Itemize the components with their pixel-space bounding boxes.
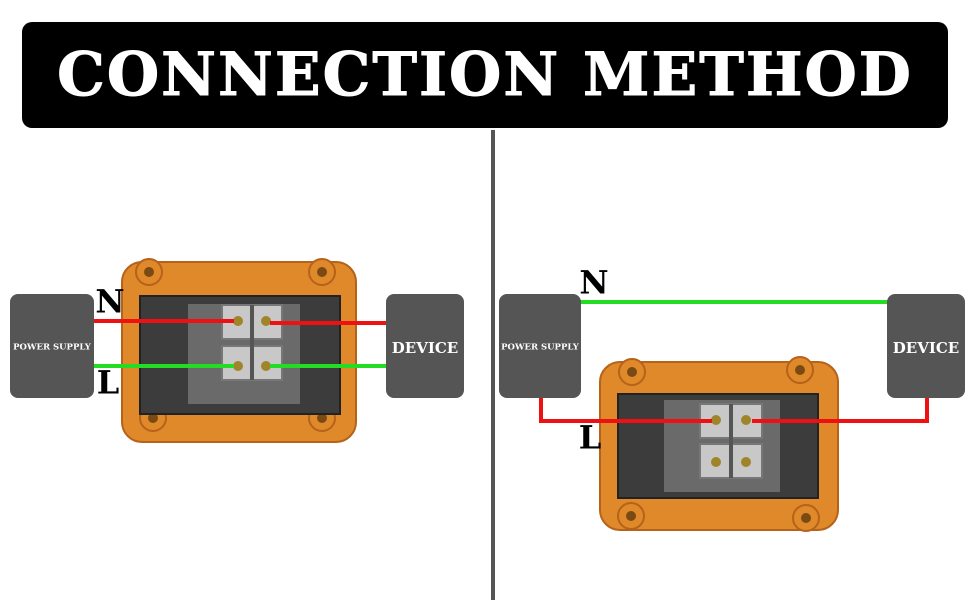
power-supply-box: POWER SUPPLY <box>499 294 581 398</box>
power-supply-box: POWER SUPPLY <box>10 294 94 398</box>
device-box: DEVICE <box>386 294 464 398</box>
neutral-label: N <box>579 264 608 302</box>
live-label: L <box>579 419 602 457</box>
switch-housing <box>599 356 839 532</box>
neutral-label: N <box>95 283 124 321</box>
power-supply-label: POWER SUPPLY <box>13 343 92 353</box>
right-diagram: POWER SUPPLY DEVICE N L <box>499 264 965 532</box>
device-label: DEVICE <box>893 339 959 357</box>
device-label: DEVICE <box>392 339 458 357</box>
title-banner: CONNECTION METHOD <box>22 22 948 128</box>
left-diagram: POWER SUPPLY DEVICE N L <box>10 258 464 443</box>
live-wire-in <box>539 398 712 423</box>
live-wire-out <box>752 398 929 423</box>
switch-housing <box>121 258 357 443</box>
device-box: DEVICE <box>887 294 965 398</box>
live-label: L <box>97 364 120 402</box>
power-supply-label: POWER SUPPLY <box>501 343 580 353</box>
page-title: CONNECTION METHOD <box>57 40 913 111</box>
